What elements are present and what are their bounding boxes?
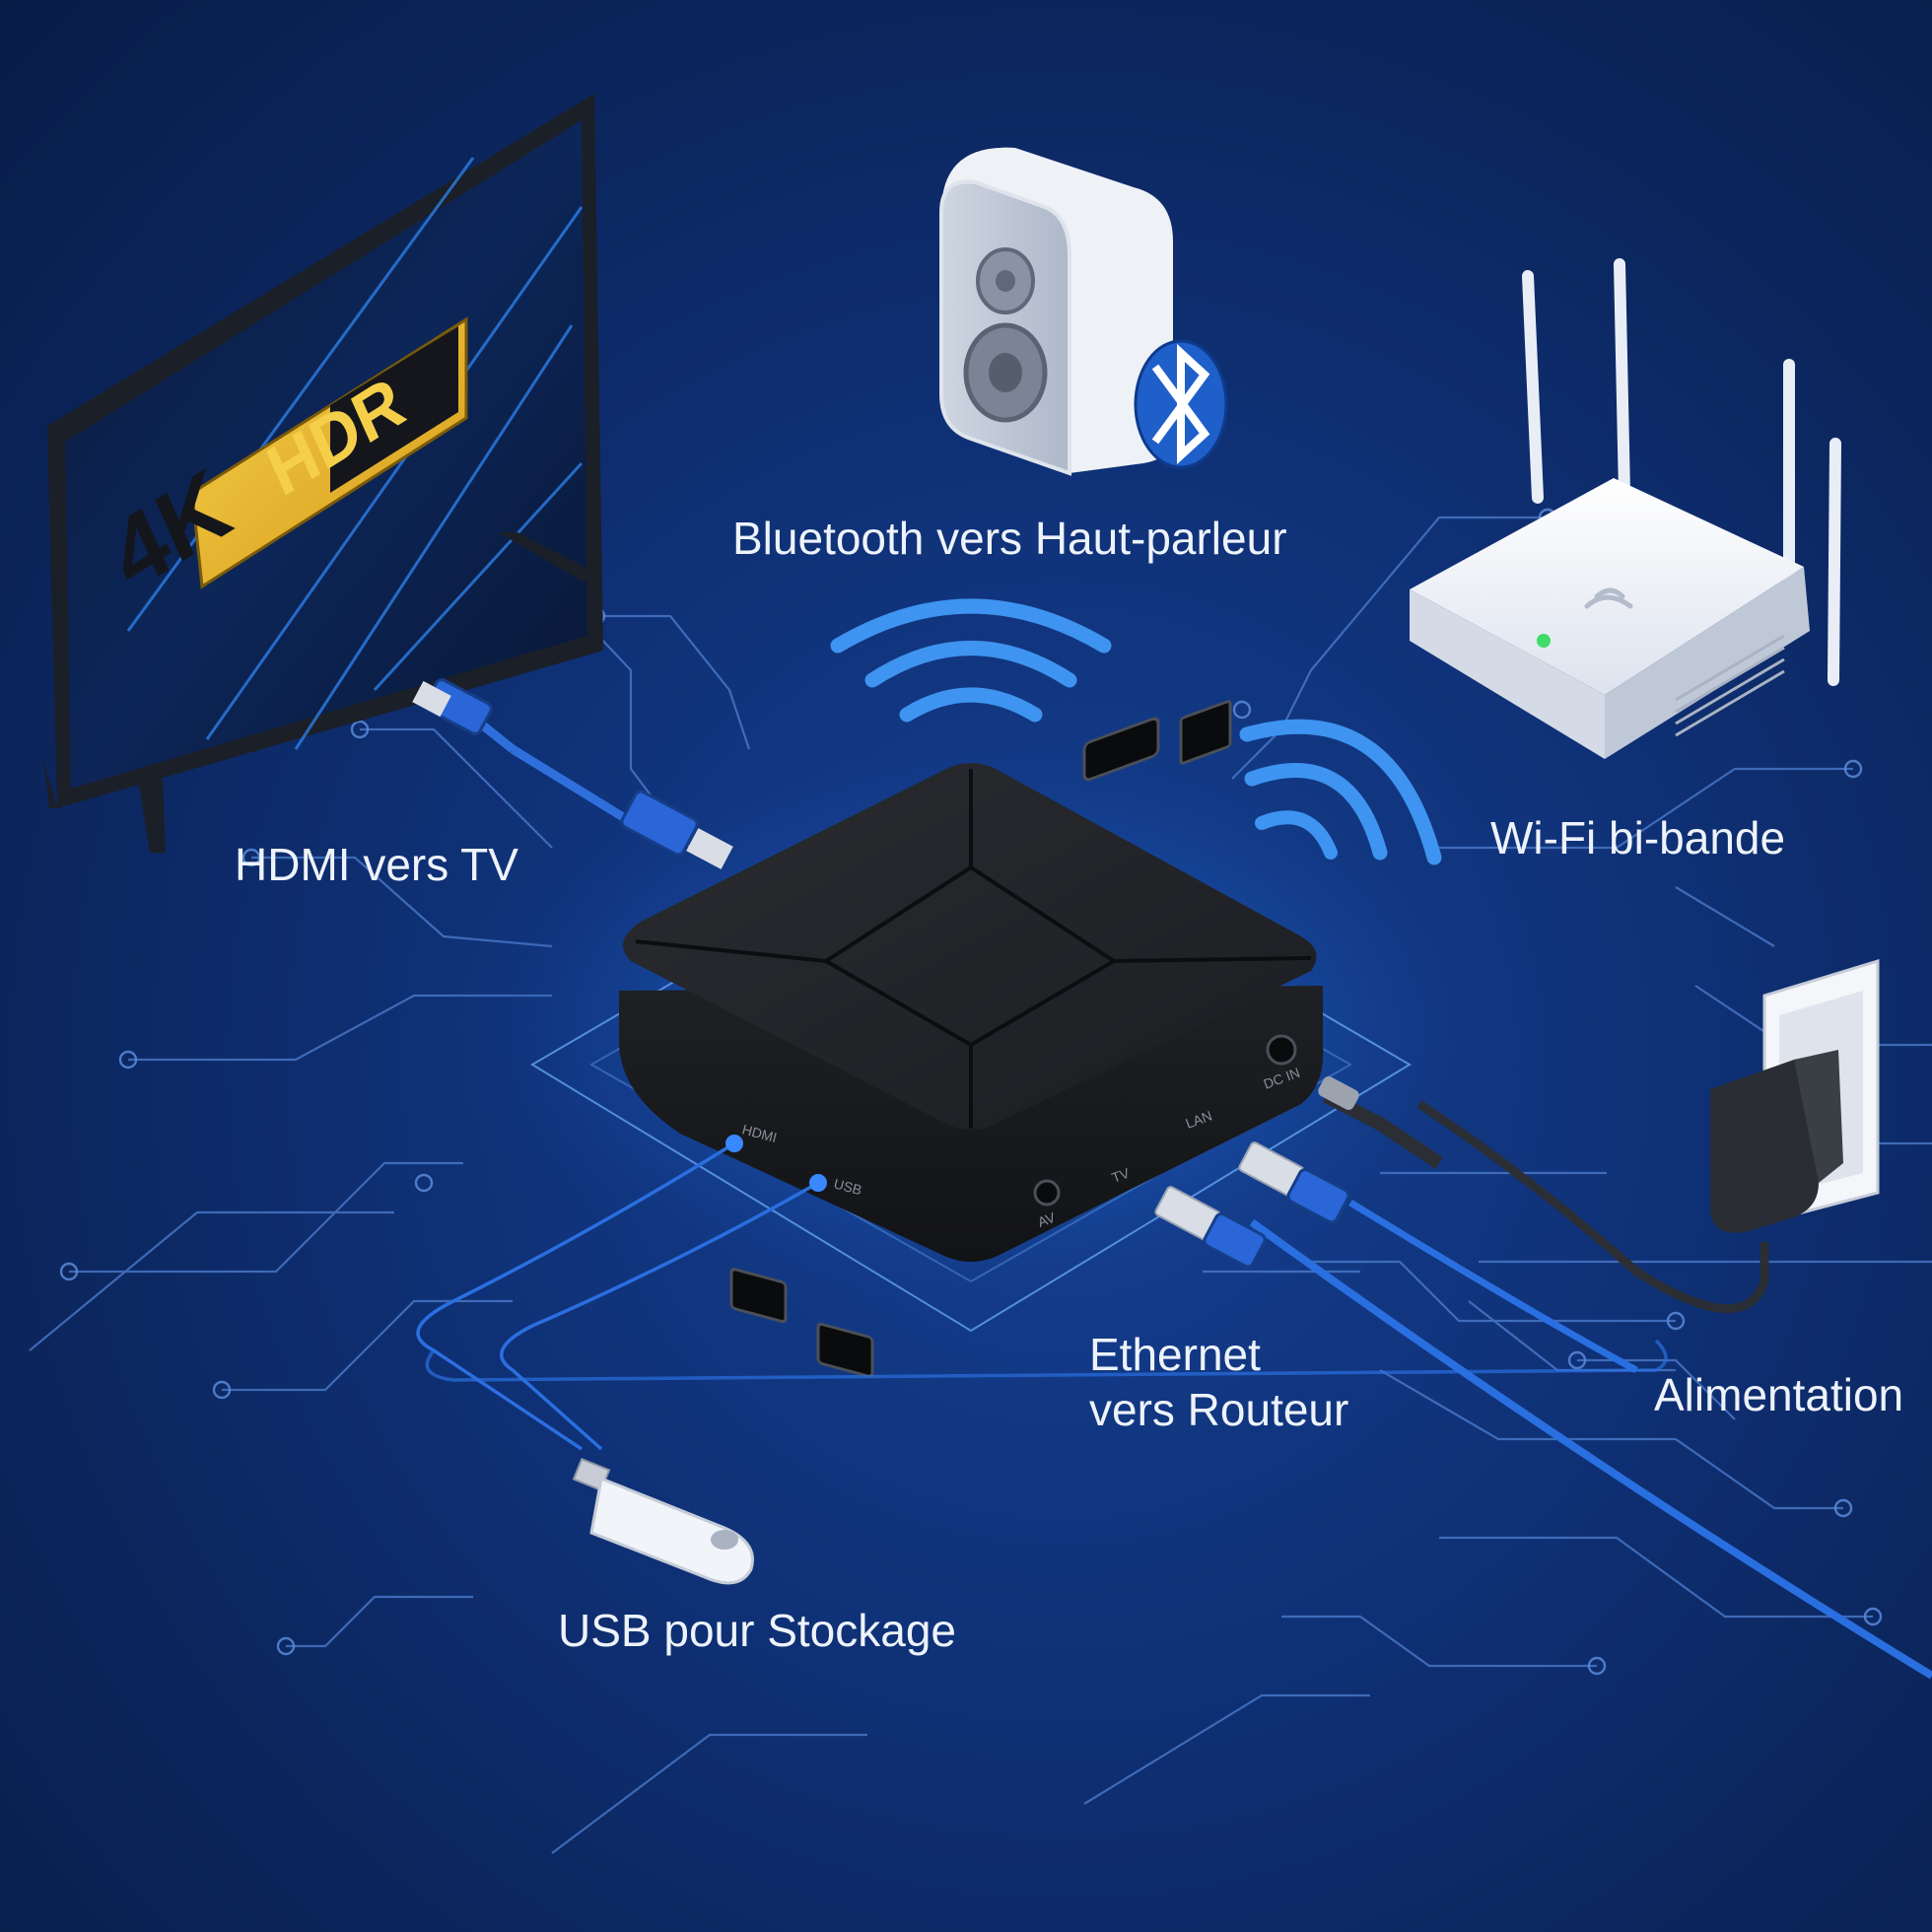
usb-port-2 (816, 1322, 874, 1378)
av-port (1033, 1179, 1061, 1207)
port-label-usb: USB (832, 1175, 863, 1198)
port-label-av: AV (1036, 1209, 1059, 1230)
box-ports (729, 700, 1297, 1378)
hdmi-port (1082, 717, 1160, 782)
label-hdmi: HDMI vers TV (235, 839, 518, 890)
dc-port (1266, 1034, 1297, 1066)
router-icon (1410, 258, 1841, 759)
hdmi-cable-icon (412, 678, 733, 869)
port-label-tv: TV (1110, 1164, 1133, 1185)
label-ethernet-line2: vers Routeur (1089, 1384, 1348, 1435)
label-ethernet-line1: Ethernet (1089, 1329, 1261, 1380)
label-wifi: Wi-Fi bi-bande (1490, 812, 1785, 863)
power-adapter-icon (1318, 958, 1880, 1314)
bluetooth-icon (1134, 339, 1228, 469)
wifi-icon (830, 598, 1442, 865)
lan-port (1179, 700, 1232, 765)
speaker-icon (939, 147, 1173, 476)
usb-endpoint-2 (809, 1174, 827, 1192)
label-power: Alimentation (1654, 1369, 1903, 1420)
label-usb: USB pour Stockage (558, 1605, 956, 1656)
usb-drive-icon (572, 1457, 754, 1585)
usb-cables (416, 1141, 1668, 1451)
circuit-traces (29, 516, 1932, 1854)
label-bluetooth: Bluetooth vers Haut-parleur (732, 513, 1287, 564)
tv-icon: 4K HDR (43, 94, 603, 853)
tv-box: HDMI USB TV AV LAN DC IN (619, 700, 1324, 1378)
usb-port-1 (729, 1268, 788, 1324)
ethernet-cable-icon (1154, 1141, 1932, 1680)
usb-endpoint-1 (725, 1135, 743, 1152)
